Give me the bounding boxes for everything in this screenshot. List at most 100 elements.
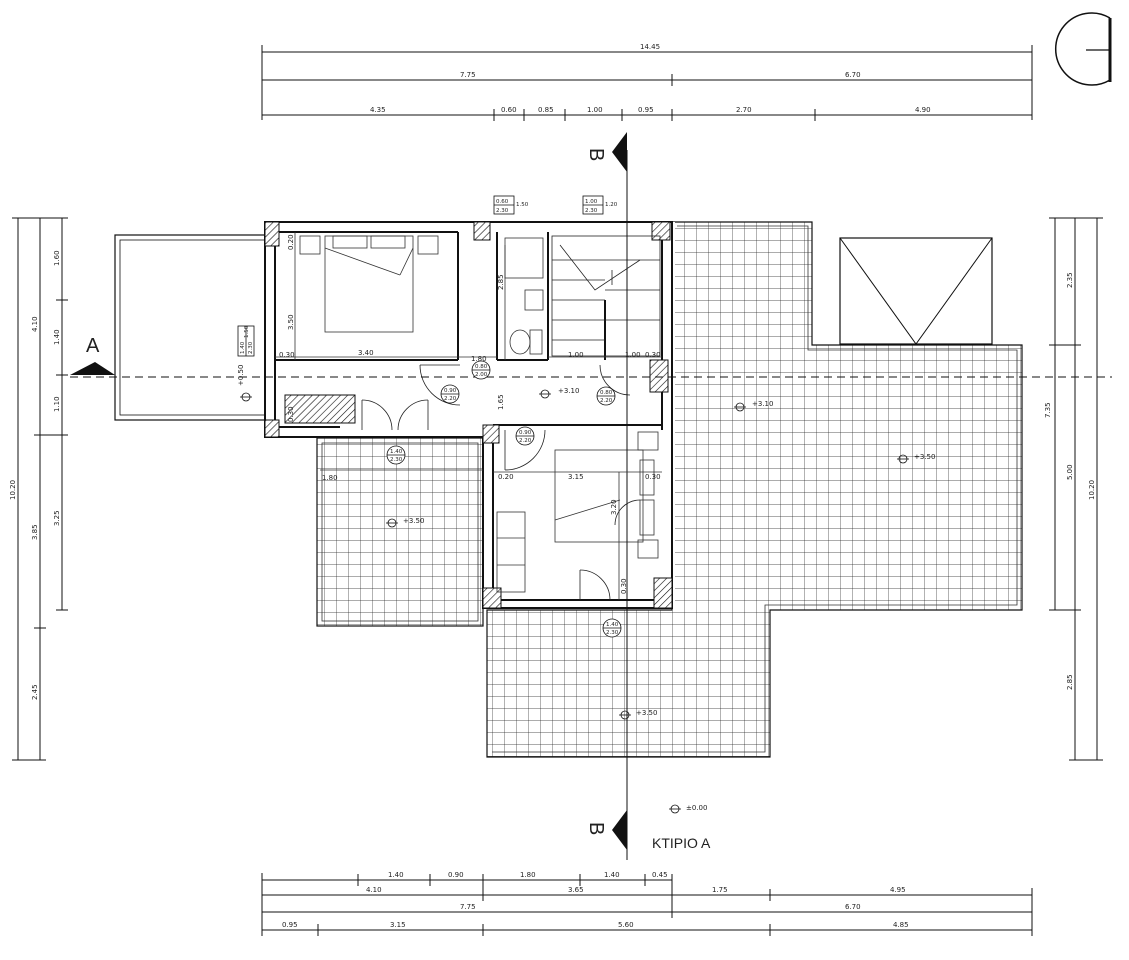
dim-right-inner-2: 7.35: [1044, 402, 1052, 418]
door-swings: [361, 364, 641, 601]
win-top-b-h: 2.30: [585, 208, 598, 214]
dim-wall-5: 0.30: [645, 473, 661, 481]
level-left: +0.50: [237, 365, 245, 386]
win-top-a-sill: 1.50: [516, 202, 529, 208]
dim-right-inner-4: 2.85: [1066, 674, 1074, 690]
dim-bottom-r1-3: 1.80: [520, 871, 536, 879]
dim-bottom-r3-1: 7.75: [460, 903, 476, 911]
dim-left-mid-1: 4.10: [31, 316, 39, 332]
dim-top-seg-3: 0.85: [538, 106, 554, 114]
level-terrace-bottom: +3.50: [636, 709, 657, 717]
dim-bed2-height: 3.20: [610, 499, 618, 515]
dim-hall-height: 1.65: [497, 394, 505, 410]
door-stair-w: 0.80: [600, 390, 613, 396]
dim-top-right: 6.70: [845, 71, 861, 79]
dim-top-seg-7: 4.90: [915, 106, 931, 114]
dim-top-seg-4: 1.00: [587, 106, 603, 114]
staircase: [551, 235, 661, 357]
section-b-label-bottom: B: [585, 822, 607, 835]
bed-2: [554, 449, 644, 543]
win-top-a-h: 2.30: [496, 208, 509, 214]
dim-left-inner-4: 3.25: [53, 510, 61, 526]
section-lines: [70, 132, 1112, 860]
dim-top-total: 14.45: [640, 43, 660, 51]
furniture: [299, 235, 661, 593]
top-dimension-lines: 14.45 7.75 6.70 4.35 0.60 0.85 1.00 0.95…: [261, 43, 1033, 121]
dim-top-seg-2: 0.60: [501, 106, 517, 114]
dim-left-inner-1: 1.60: [53, 250, 61, 266]
section-a-label: A: [86, 335, 100, 357]
dim-wall-3: 0.30: [287, 406, 295, 422]
dim-left-mid-2: 3.85: [31, 524, 39, 540]
dim-bottom-r1-2: 0.90: [448, 871, 464, 879]
terrace-right: [486, 221, 1023, 758]
level-terrace-main: +3.10: [752, 400, 773, 408]
dim-bottom-r4-3: 5.60: [618, 921, 634, 929]
bottom-dimension-lines: 1.40 0.90 1.80 1.40 0.45 4.10 3.65 1.75 …: [261, 871, 1033, 936]
level-terrace-left: +3.50: [403, 517, 424, 525]
dim-left-inner-2: 1.40: [53, 329, 61, 345]
washbasin: [524, 289, 544, 311]
dim-wall-4: 0.20: [498, 473, 514, 481]
dim-top-seg-6: 2.70: [736, 106, 752, 114]
dim-left-mid-3: 2.45: [31, 684, 39, 700]
dim-bottom-r1-4: 1.40: [604, 871, 620, 879]
door-bed2-w: 0.90: [519, 430, 532, 436]
dim-right-total: 10.20: [1088, 480, 1096, 500]
door-stair-h: 2.20: [600, 398, 613, 404]
dim-bottom-r4-4: 4.85: [893, 921, 909, 929]
dim-bed2-width: 3.15: [568, 473, 584, 481]
door-wc-h: 2.00: [475, 372, 488, 378]
dim-stair-w1: 1.00: [568, 351, 584, 359]
dim-left-total: 10.20: [9, 480, 17, 500]
win-top-b-w: 1.00: [585, 199, 598, 205]
bed-1: [324, 235, 414, 333]
terrace-left: [316, 437, 484, 627]
section-b-label-top: B: [585, 148, 607, 161]
dim-top-left: 7.75: [460, 71, 476, 79]
dim-bottom-r2-1: 4.10: [366, 886, 382, 894]
door-terrace-bottom-h: 2.30: [606, 630, 619, 636]
dim-right-inner-1: 2.35: [1066, 272, 1074, 288]
opening-tags: [237, 195, 622, 638]
level-terrace-right: +3.50: [914, 453, 935, 461]
door-hall-h: 2.20: [444, 396, 457, 402]
dim-stair-w3: 0.30: [645, 351, 661, 359]
win-left-sill: 1.50: [244, 325, 250, 338]
dim-bottom-r2-2: 3.65: [568, 886, 584, 894]
left-dimension-lines: 10.20 4.10 3.85 2.45 1.60 1.40 1.10 3.25: [9, 217, 68, 761]
north-arrow-icon: [1055, 12, 1112, 86]
win-top-a-w: 0.60: [496, 199, 509, 205]
datum-level: ±0.00: [686, 804, 707, 812]
dim-bed1-width: 3.40: [358, 349, 374, 357]
level-hall: +3.10: [558, 387, 579, 395]
door-terrace-bottom-w: 1.40: [606, 622, 619, 628]
dim-wall-1: 0.20: [287, 234, 295, 250]
dim-bottom-r4-1: 0.95: [282, 921, 298, 929]
win-left-w: 1.40: [240, 341, 246, 354]
right-dimension-lines: 2.35 7.35 5.00 2.85 10.20: [1044, 217, 1103, 761]
room-dimensions: [275, 232, 662, 600]
dim-wall-6: 0.30: [620, 578, 628, 594]
dim-wc-height: 2.85: [497, 274, 505, 290]
dim-bottom-r2-3: 1.75: [712, 886, 728, 894]
dim-stair-w2: 1.00: [625, 351, 641, 359]
dim-terrace-left: 1.80: [322, 474, 338, 482]
door-terrace-left-w: 1.40: [390, 449, 403, 455]
dim-wall-2: 0.30: [279, 351, 295, 359]
dim-top-seg-1: 4.35: [370, 106, 386, 114]
door-hall-w: 0.90: [444, 388, 457, 394]
dim-left-inner-3: 1.10: [53, 396, 61, 412]
dim-bed1-height: 3.50: [287, 314, 295, 330]
win-left-h: 2.30: [248, 341, 254, 354]
dim-bottom-r4-2: 3.15: [390, 921, 406, 929]
dim-bottom-r3-2: 6.70: [845, 903, 861, 911]
dim-bottom-r2-4: 4.95: [890, 886, 906, 894]
skylight: [839, 237, 993, 345]
dim-bottom-r1-5: 0.45: [652, 871, 668, 879]
door-terrace-left-h: 2.30: [390, 457, 403, 463]
dim-right-inner-3: 5.00: [1066, 464, 1074, 480]
wardrobe: [496, 511, 526, 593]
dim-hall-width: 1.80: [471, 355, 487, 363]
